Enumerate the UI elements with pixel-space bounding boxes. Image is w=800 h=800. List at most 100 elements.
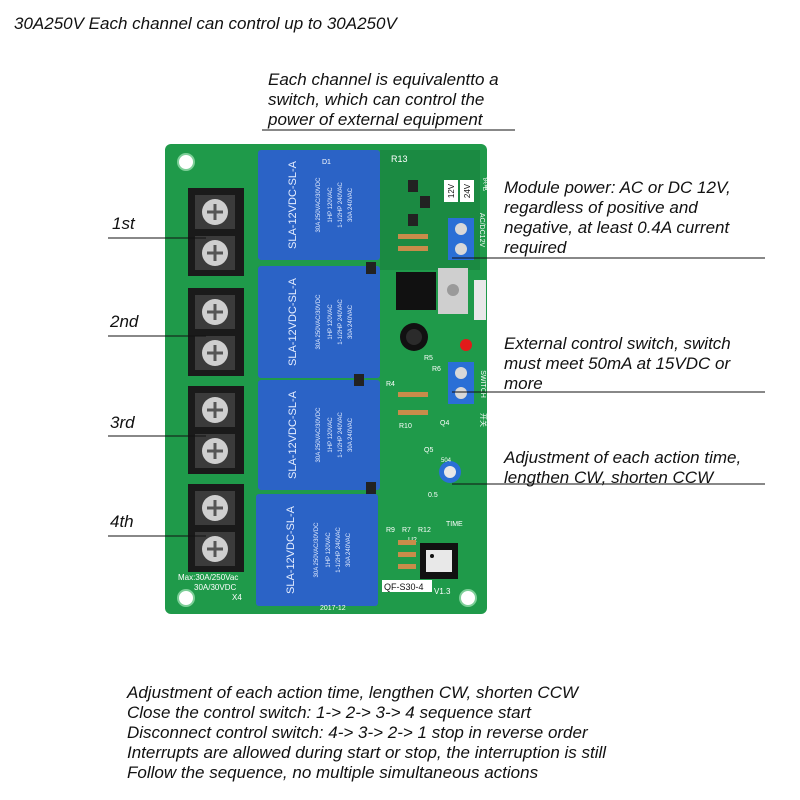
svg-text:30A 250VAC/30VDC: 30A 250VAC/30VDC	[314, 522, 320, 578]
ic-chip	[420, 543, 458, 579]
channel-description: Each channel is equivalentto a switch, w…	[268, 70, 499, 130]
svg-text:30A 240VAC: 30A 240VAC	[348, 304, 354, 339]
mounting-hole	[177, 153, 195, 171]
switch-description: External control switch, switch must mee…	[504, 334, 731, 394]
mounting-hole	[459, 589, 477, 607]
model-box	[382, 580, 432, 592]
svg-text:1HP 120VAC: 1HP 120VAC	[326, 532, 332, 568]
svg-text:30A 250VAC/30VDC: 30A 250VAC/30VDC	[316, 407, 322, 463]
svg-text:SLA-12VDC-SL-A: SLA-12VDC-SL-A	[287, 277, 299, 366]
transistor	[354, 374, 364, 386]
svg-text:SLA-12VDC-SL-A: SLA-12VDC-SL-A	[285, 505, 297, 594]
switch-desc-line: External control switch, switch	[504, 334, 731, 353]
channel-label-4: 4th	[110, 512, 134, 531]
svg-text:SLA-12VDC-SL-A: SLA-12VDC-SL-A	[287, 390, 299, 479]
channel-desc-line: power of external equipment	[268, 110, 483, 129]
label-12v-box	[444, 180, 458, 202]
note-line: Close the control switch: 1-> 2-> 3-> 4 …	[127, 703, 531, 722]
d1-label: D1	[322, 159, 331, 166]
transistor	[366, 262, 376, 274]
svg-text:1-1/2HP 240VAC: 1-1/2HP 240VAC	[338, 299, 344, 345]
channel-label-2: 2nd	[110, 312, 139, 331]
max-rating-line: 30A/30VDC	[194, 583, 236, 592]
adjust-desc-line: lengthen CW, shorten CCW	[504, 468, 714, 487]
transistor	[408, 180, 418, 192]
r9-label: R9	[386, 527, 395, 534]
max-rating-line: Max:30A/250Vac	[178, 573, 238, 582]
time-label: TIME	[446, 521, 463, 528]
power-desc-line: Module power: AC or DC 12V,	[504, 178, 731, 197]
note-line: Interrupts are allowed during start or s…	[127, 743, 607, 762]
svg-text:1-1/2HP 240VAC: 1-1/2HP 240VAC	[336, 527, 342, 573]
relay-3: SLA-12VDC-SL-A 30A 250VAC/30VDC 1HP 120V…	[258, 380, 380, 490]
transistor	[366, 482, 376, 494]
ac-dc-label: AC/DC12V	[478, 213, 485, 248]
board-version: V1.3	[434, 587, 451, 596]
transistor	[420, 196, 430, 208]
r13-label: R13	[391, 154, 408, 164]
transistor	[408, 214, 418, 226]
terminal-block-1	[188, 188, 244, 276]
channel-desc-line: switch, which can control the	[268, 90, 485, 109]
pot-value-label: 504	[441, 458, 452, 464]
relay-2: SLA-12VDC-SL-A 30A 250VAC/30VDC 1HP 120V…	[258, 266, 380, 378]
board-date: 2017-12	[320, 605, 346, 612]
voltage-24v-label: 24V	[463, 183, 472, 198]
q4-label: Q4	[440, 420, 449, 427]
voltage-12v-label: 12V	[447, 183, 456, 198]
potentiometer	[439, 461, 461, 483]
terminal-block-4	[188, 484, 244, 572]
channel-label-1: 1st	[112, 214, 135, 233]
switch-label: SWITCH	[479, 370, 486, 398]
r12-label: R12	[418, 527, 431, 534]
channel-desc-line: Each channel is equivalentto a	[268, 70, 499, 89]
max-rating-line: X4	[232, 593, 242, 602]
switch-desc-line: more	[504, 374, 543, 393]
voltage-regulator	[396, 268, 468, 314]
note-line: Disconnect control switch: 4-> 3-> 2-> 1…	[127, 723, 588, 742]
power-cn-label: 供电	[482, 177, 491, 191]
svg-text:30A 240VAC: 30A 240VAC	[348, 417, 354, 452]
callout-lines	[108, 129, 765, 537]
terminal-block-3	[188, 386, 244, 474]
mounting-hole	[177, 589, 195, 607]
r10-label: R10	[399, 423, 412, 430]
white-connector	[474, 280, 486, 320]
r6-label: R6	[432, 366, 441, 373]
relay-4: SLA-12VDC-SL-A 30A 250VAC/30VDC 1HP 120V…	[256, 494, 378, 606]
led-indicator	[460, 339, 472, 351]
svg-text:30A 250VAC/30VDC: 30A 250VAC/30VDC	[316, 177, 322, 233]
power-desc-line: negative, at least 0.4A current	[504, 218, 730, 237]
svg-text:1-1/2HP 240VAC: 1-1/2HP 240VAC	[338, 412, 344, 458]
svg-text:1HP 120VAC: 1HP 120VAC	[328, 304, 334, 340]
svg-text:30A 240VAC: 30A 240VAC	[346, 532, 352, 567]
power-desc-line: regardless of positive and	[504, 198, 698, 217]
adjust-desc-line: Adjustment of each action time,	[504, 448, 742, 467]
page-title: 30A250V Each channel can control up to 3…	[14, 14, 397, 33]
bottom-notes: Adjustment of each action time, lengthen…	[127, 683, 606, 783]
switch-desc-line: must meet 50mA at 15VDC or	[504, 354, 731, 373]
terminal-block-2	[188, 288, 244, 376]
svg-text:SLA-12VDC-SL-A: SLA-12VDC-SL-A	[287, 160, 299, 249]
adjust-description: Adjustment of each action time, lengthen…	[504, 448, 741, 488]
note-line: Adjustment of each action time, lengthen…	[127, 683, 579, 702]
svg-text:1-1/2HP 240VAC: 1-1/2HP 240VAC	[338, 182, 344, 228]
r4-label: R4	[386, 381, 395, 388]
resistors	[398, 234, 428, 569]
q5-label: Q5	[424, 447, 433, 454]
board-model: QF-S30-4	[384, 582, 424, 592]
r7-label: R7	[402, 527, 411, 534]
svg-text:1HP 120VAC: 1HP 120VAC	[328, 187, 334, 223]
channel-label-3: 3rd	[110, 413, 135, 432]
r5-label: R5	[424, 355, 433, 362]
svg-text:1HP 120VAC: 1HP 120VAC	[328, 417, 334, 453]
svg-text:30A 250VAC/30VDC: 30A 250VAC/30VDC	[316, 294, 322, 350]
switch-terminal	[448, 362, 474, 404]
relay-1: SLA-12VDC-SL-A 30A 250VAC/30VDC 1HP 120V…	[258, 150, 380, 260]
capacitor	[400, 323, 428, 351]
power-description: Module power: AC or DC 12V, regardless o…	[504, 178, 731, 258]
svg-text:30A 240VAC: 30A 240VAC	[348, 187, 354, 222]
switch-cn-label: 开关	[479, 413, 488, 427]
label-24v-box	[460, 180, 474, 202]
relay-board-diagram: SLA-12VDC-SL-A 30A 250VAC/30VDC 1HP 120V…	[108, 129, 765, 614]
